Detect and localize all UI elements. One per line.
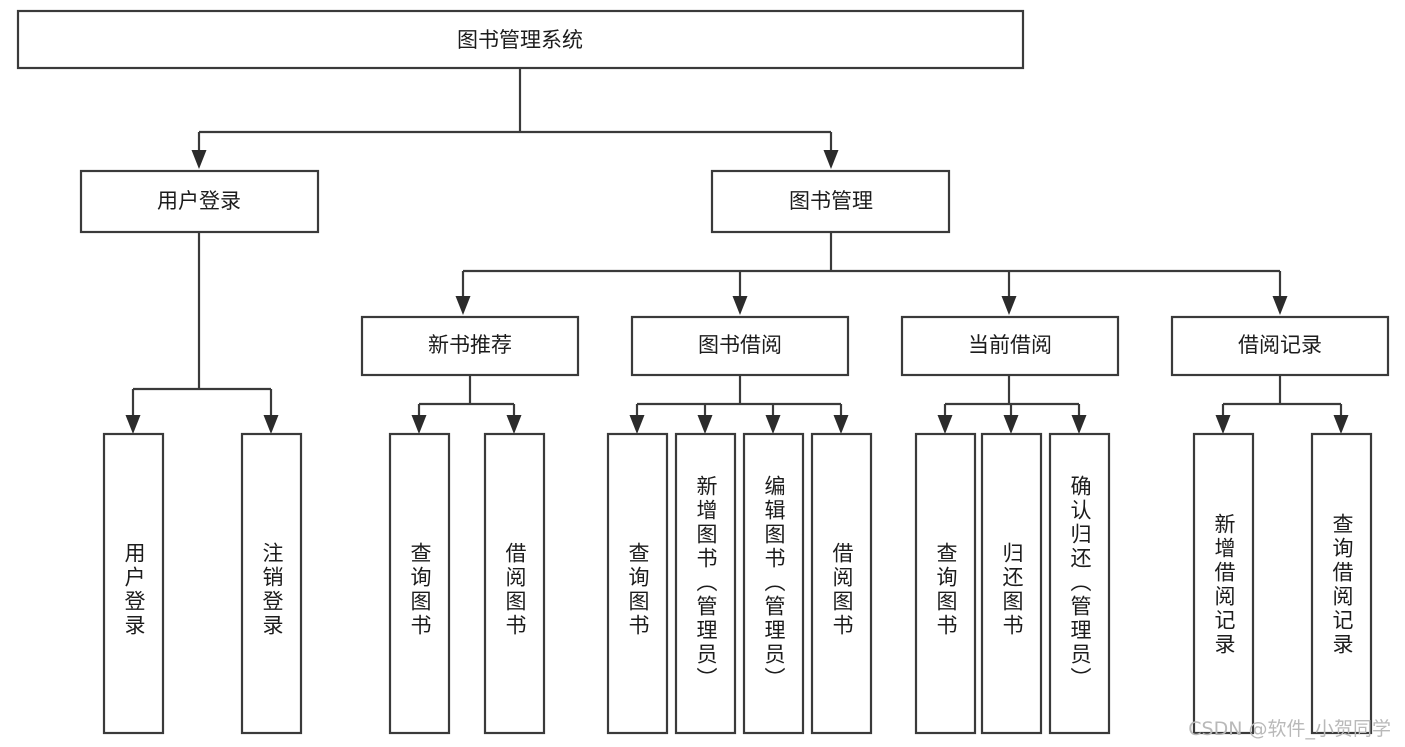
node-book-borrow-label: 图书借阅 <box>698 333 782 357</box>
connector-group-user-login <box>125 233 279 434</box>
arrow-userlogin-leaf-1 <box>263 415 279 434</box>
leaf-borrow-record-1[interactable]: 查询借阅记录 <box>1310 432 1373 735</box>
node-root-system[interactable]: 图书管理系统 <box>16 9 1025 70</box>
leaf-book-borrow-0-box[interactable] <box>606 432 669 735</box>
leaf-user-login-0[interactable]: 用户登录 <box>102 432 165 735</box>
node-book-borrow-box[interactable] <box>630 315 850 377</box>
leaf-new-book-0-box[interactable] <box>388 432 451 735</box>
node-borrow-record[interactable]: 借阅记录 <box>1170 315 1390 377</box>
arrow-currentborrow-leaf-1 <box>1003 415 1019 434</box>
leaf-user-login-1[interactable]: 注销登录 <box>240 432 303 735</box>
leaf-current-borrow-2-label: 确认归还（管理员） <box>1068 475 1092 691</box>
node-book-manage-label: 图书管理 <box>789 189 873 213</box>
node-borrow-record-box[interactable] <box>1170 315 1390 377</box>
node-book-borrow[interactable]: 图书借阅 <box>630 315 850 377</box>
leaf-book-borrow-2[interactable]: 编辑图书（管理员） <box>742 432 805 735</box>
leaf-user-login-0-label: 用户登录 <box>122 542 146 638</box>
leaf-user-login-0-box[interactable] <box>102 432 165 735</box>
node-new-book-recommend[interactable]: 新书推荐 <box>360 315 580 377</box>
node-user-login-label: 用户登录 <box>157 189 241 213</box>
arrow-currentborrow-leaf-2 <box>1071 415 1087 434</box>
arrow-newbook-leaf-1 <box>506 415 522 434</box>
leaf-book-borrow-3[interactable]: 借阅图书 <box>810 432 873 735</box>
arrow-borrowrecord-leaf-0 <box>1215 415 1231 434</box>
leaf-book-borrow-1[interactable]: 新增图书（管理员） <box>674 432 737 735</box>
node-borrow-record-label: 借阅记录 <box>1238 333 1322 357</box>
arrow-userlogin-leaf-0 <box>125 415 141 434</box>
node-root-box[interactable] <box>16 9 1025 70</box>
leaf-current-borrow-2[interactable]: 确认归还（管理员） <box>1048 432 1111 735</box>
arrow-bookborrow-leaf-2 <box>765 415 781 434</box>
leaf-new-book-1[interactable]: 借阅图书 <box>483 432 546 735</box>
csdn-watermark: CSDN @软件_小贺同学 <box>1188 718 1391 740</box>
leaf-new-book-0-label: 查询图书 <box>408 542 432 638</box>
arrow-bookborrow-leaf-0 <box>629 415 645 434</box>
arrow-currentborrow-leaf-0 <box>937 415 953 434</box>
leaf-current-borrow-1-label: 归还图书 <box>1000 542 1024 638</box>
leaf-borrow-record-0-box[interactable] <box>1192 432 1255 735</box>
node-new-book-recommend-label: 新书推荐 <box>428 333 512 357</box>
leaf-book-borrow-0[interactable]: 查询图书 <box>606 432 669 735</box>
node-current-borrow-box[interactable] <box>900 315 1120 377</box>
node-book-manage[interactable]: 图书管理 <box>710 169 951 234</box>
leaf-current-borrow-0-box[interactable] <box>914 432 977 735</box>
arrow-bookborrow-leaf-1 <box>697 415 713 434</box>
arrow-to-current-borrow <box>1001 296 1017 315</box>
connector-group-book-manage <box>455 233 1288 315</box>
leaf-new-book-0[interactable]: 查询图书 <box>388 432 451 735</box>
leaf-current-borrow-2-box[interactable] <box>1048 432 1111 735</box>
arrow-bookborrow-leaf-3 <box>833 415 849 434</box>
arrow-to-borrow-record <box>1272 296 1288 315</box>
leaf-new-book-1-label: 借阅图书 <box>503 542 527 638</box>
leaf-borrow-record-1-box[interactable] <box>1310 432 1373 735</box>
leaf-book-borrow-2-box[interactable] <box>742 432 805 735</box>
node-root-label: 图书管理系统 <box>457 28 583 52</box>
arrow-newbook-leaf-0 <box>411 415 427 434</box>
leaf-book-borrow-0-label: 查询图书 <box>626 542 650 638</box>
leaf-book-borrow-1-box[interactable] <box>674 432 737 735</box>
node-current-borrow[interactable]: 当前借阅 <box>900 315 1120 377</box>
leaf-book-borrow-2-label: 编辑图书（管理员） <box>762 475 786 691</box>
leaf-borrow-record-0-label: 新增借阅记录 <box>1212 513 1236 657</box>
leaf-borrow-record-1-label: 查询借阅记录 <box>1330 513 1354 657</box>
node-user-login-box[interactable] <box>79 169 320 234</box>
leaf-borrow-record-0[interactable]: 新增借阅记录 <box>1192 432 1255 735</box>
node-book-manage-box[interactable] <box>710 169 951 234</box>
node-current-borrow-label: 当前借阅 <box>968 333 1052 357</box>
connector-group-new-book <box>411 376 522 434</box>
leaf-book-borrow-1-label: 新增图书（管理员） <box>694 475 718 691</box>
connector-group-book-borrow <box>629 376 849 434</box>
leaf-book-borrow-3-box[interactable] <box>810 432 873 735</box>
node-new-book-recommend-box[interactable] <box>360 315 580 377</box>
connector-group-borrow-record <box>1215 376 1349 434</box>
leaf-current-borrow-1-box[interactable] <box>980 432 1043 735</box>
connector-group-root <box>191 69 839 169</box>
arrow-to-new-book <box>455 296 471 315</box>
arrow-to-book-borrow <box>732 296 748 315</box>
arrow-borrowrecord-leaf-1 <box>1333 415 1349 434</box>
arrow-root-to-book-manage <box>823 150 839 169</box>
leaf-current-borrow-0[interactable]: 查询图书 <box>914 432 977 735</box>
node-user-login[interactable]: 用户登录 <box>79 169 320 234</box>
leaf-current-borrow-1[interactable]: 归还图书 <box>980 432 1043 735</box>
leaf-new-book-1-box[interactable] <box>483 432 546 735</box>
arrow-root-to-user-login <box>191 150 207 169</box>
leaf-user-login-1-box[interactable] <box>240 432 303 735</box>
connector-group-current-borrow <box>937 376 1087 434</box>
leaf-user-login-1-label: 注销登录 <box>260 542 284 638</box>
leaf-current-borrow-0-label: 查询图书 <box>934 542 958 638</box>
leaf-book-borrow-3-label: 借阅图书 <box>830 542 854 638</box>
